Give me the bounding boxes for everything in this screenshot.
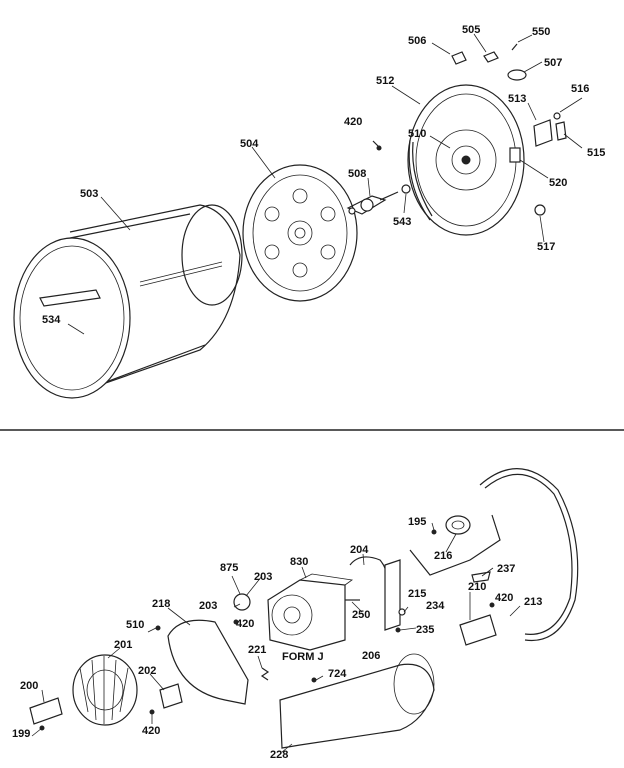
bracket-507 <box>507 69 527 81</box>
callout-206: 206 <box>362 650 380 662</box>
blower-housing-218 <box>167 619 249 705</box>
callout-515: 515 <box>587 147 605 159</box>
callout-517: 517 <box>537 241 555 253</box>
bolt-516 <box>553 112 561 120</box>
callout-420-right: 420 <box>495 592 513 604</box>
callout-234: 234 <box>426 600 445 612</box>
callout-228: 228 <box>270 749 288 761</box>
spring-221 <box>260 667 270 681</box>
idler-arm-215 <box>409 514 501 576</box>
callout-237: 237 <box>497 563 515 575</box>
callout-512: 512 <box>376 75 394 87</box>
drum-bulkhead-504 <box>242 164 358 302</box>
form-label: FORM J <box>282 651 324 663</box>
drum-503 <box>13 204 243 399</box>
screw-543 <box>401 184 411 194</box>
callout-516: 516 <box>571 83 589 95</box>
callout-221: 221 <box>248 644 266 656</box>
clip-203 <box>233 593 251 611</box>
callout-203-upper: 203 <box>254 571 272 583</box>
bracket-206 <box>384 559 401 631</box>
screw-195 <box>431 529 437 535</box>
callout-724: 724 <box>328 668 347 680</box>
screw-234 <box>398 608 406 616</box>
clip-505 <box>483 51 499 63</box>
clip-237 <box>471 571 491 583</box>
callout-830: 830 <box>290 556 308 568</box>
callout-216: 216 <box>434 550 452 562</box>
callout-210: 210 <box>468 581 486 593</box>
callout-420-left: 420 <box>142 725 160 737</box>
callout-506: 506 <box>408 35 426 47</box>
callout-520: 520 <box>549 177 567 189</box>
screw-510-bottom <box>155 625 161 631</box>
callout-875: 875 <box>220 562 238 574</box>
bearing-508 <box>346 191 399 215</box>
callout-550: 550 <box>532 26 550 38</box>
callout-503: 503 <box>80 188 98 200</box>
callout-218: 218 <box>152 598 170 610</box>
callout-510-bottom: 510 <box>126 619 144 631</box>
belt-213 <box>479 468 579 642</box>
callout-202: 202 <box>138 665 156 677</box>
callout-508: 508 <box>348 168 366 180</box>
motor-830 <box>267 573 360 651</box>
screw-420-motor <box>233 619 239 625</box>
callout-201: 201 <box>114 639 132 651</box>
callout-213: 213 <box>524 596 542 608</box>
blower-wheel-201 <box>72 654 138 726</box>
screw-235 <box>395 627 401 633</box>
bracket-204 <box>349 556 388 586</box>
callout-507: 507 <box>544 57 562 69</box>
callout-505: 505 <box>462 24 480 36</box>
callout-195: 195 <box>408 516 426 528</box>
bracket-515 <box>555 121 567 141</box>
leader-lines-top <box>67 33 583 335</box>
callout-204: 204 <box>350 544 369 556</box>
cover-202 <box>159 683 183 709</box>
clip-506 <box>451 51 467 65</box>
callout-215: 215 <box>408 588 426 600</box>
callout-420-top: 420 <box>344 116 362 128</box>
plate-513 <box>533 119 553 147</box>
callout-420-motor: 420 <box>236 618 254 630</box>
callout-235: 235 <box>416 624 434 636</box>
callout-504: 504 <box>240 138 259 150</box>
screw-420-right <box>489 602 495 608</box>
screw-550 <box>511 43 518 51</box>
callout-513: 513 <box>508 93 526 105</box>
roller-517 <box>534 204 546 216</box>
rear-bulkhead-512 <box>407 84 525 236</box>
callout-510-top: 510 <box>408 128 426 140</box>
callout-203-lower: 203 <box>199 600 217 612</box>
screw-420-top <box>372 140 382 151</box>
exhaust-duct-228 <box>279 653 435 749</box>
callout-543: 543 <box>393 216 411 228</box>
callout-199: 199 <box>12 728 30 740</box>
screw-420-left <box>149 709 155 715</box>
callout-250: 250 <box>352 609 370 621</box>
clip-200 <box>29 697 63 725</box>
callout-200: 200 <box>20 680 38 692</box>
screw-724 <box>311 677 317 683</box>
callout-534: 534 <box>42 314 61 326</box>
leader-lines-bottom <box>31 522 521 753</box>
switch-210 <box>459 614 497 646</box>
pulley-216 <box>445 515 471 535</box>
